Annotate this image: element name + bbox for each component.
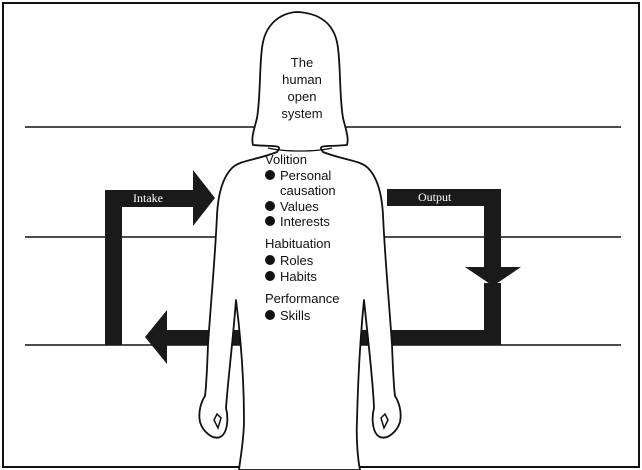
list-item-roles: Roles: [265, 254, 313, 267]
list-item-label: Habits: [280, 270, 317, 283]
intake-label: Intake: [133, 192, 163, 204]
bullet-icon: [265, 271, 275, 281]
list-item-continuation: causation: [280, 184, 336, 197]
bullet-icon: [265, 255, 275, 265]
list-item-personal: Personal: [265, 169, 331, 182]
feedback-arrowhead: [145, 310, 167, 364]
output-label: Output: [418, 191, 451, 203]
loop-right-bar-upper: [484, 189, 501, 269]
feedback-label: Feedback: [272, 331, 318, 343]
bullet-icon: [265, 216, 275, 226]
title-line-4: system: [262, 107, 342, 120]
list-item-label: Interests: [280, 215, 330, 228]
intake-arrowhead: [193, 170, 215, 226]
list-item-label: Personal: [280, 169, 331, 182]
bullet-icon: [265, 310, 275, 320]
list-item-label: Skills: [280, 309, 310, 322]
bullet-icon: [265, 201, 275, 211]
list-item-skills: Skills: [265, 309, 310, 322]
list-item-label: Roles: [280, 254, 313, 267]
title-line-2: human: [262, 73, 342, 86]
bullet-icon: [265, 170, 275, 180]
section-heading-volition: Volition: [265, 153, 307, 166]
list-item-habits: Habits: [265, 270, 317, 283]
title-line-3: open: [262, 90, 342, 103]
section-heading-habituation: Habituation: [265, 237, 331, 250]
list-item-values: Values: [265, 200, 319, 213]
list-item-interests: Interests: [265, 215, 330, 228]
list-item-label: Values: [280, 200, 319, 213]
title-line-1: The: [262, 56, 342, 69]
loop-left-bar: [105, 190, 122, 345]
section-heading-performance: Performance: [265, 292, 339, 305]
